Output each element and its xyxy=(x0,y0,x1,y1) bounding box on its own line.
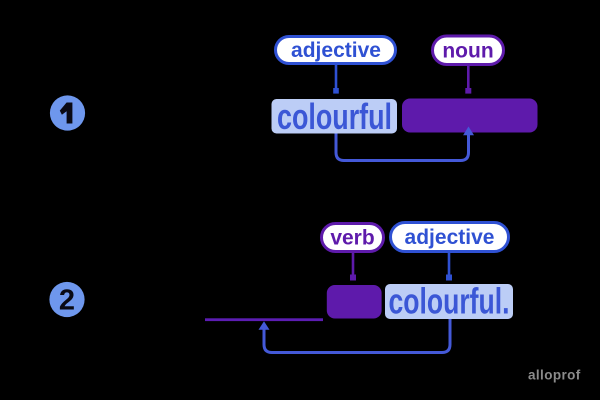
svg-text:noun: noun xyxy=(442,40,493,63)
svg-text:adjective: adjective xyxy=(291,39,381,62)
svg-text:verb: verb xyxy=(330,227,374,250)
svg-text:colourful.: colourful. xyxy=(389,281,510,322)
svg-text:2: 2 xyxy=(59,285,75,317)
svg-text:colourful: colourful xyxy=(277,96,392,137)
svg-text:alloprof: alloprof xyxy=(528,368,581,383)
svg-text:adjective: adjective xyxy=(405,226,495,249)
